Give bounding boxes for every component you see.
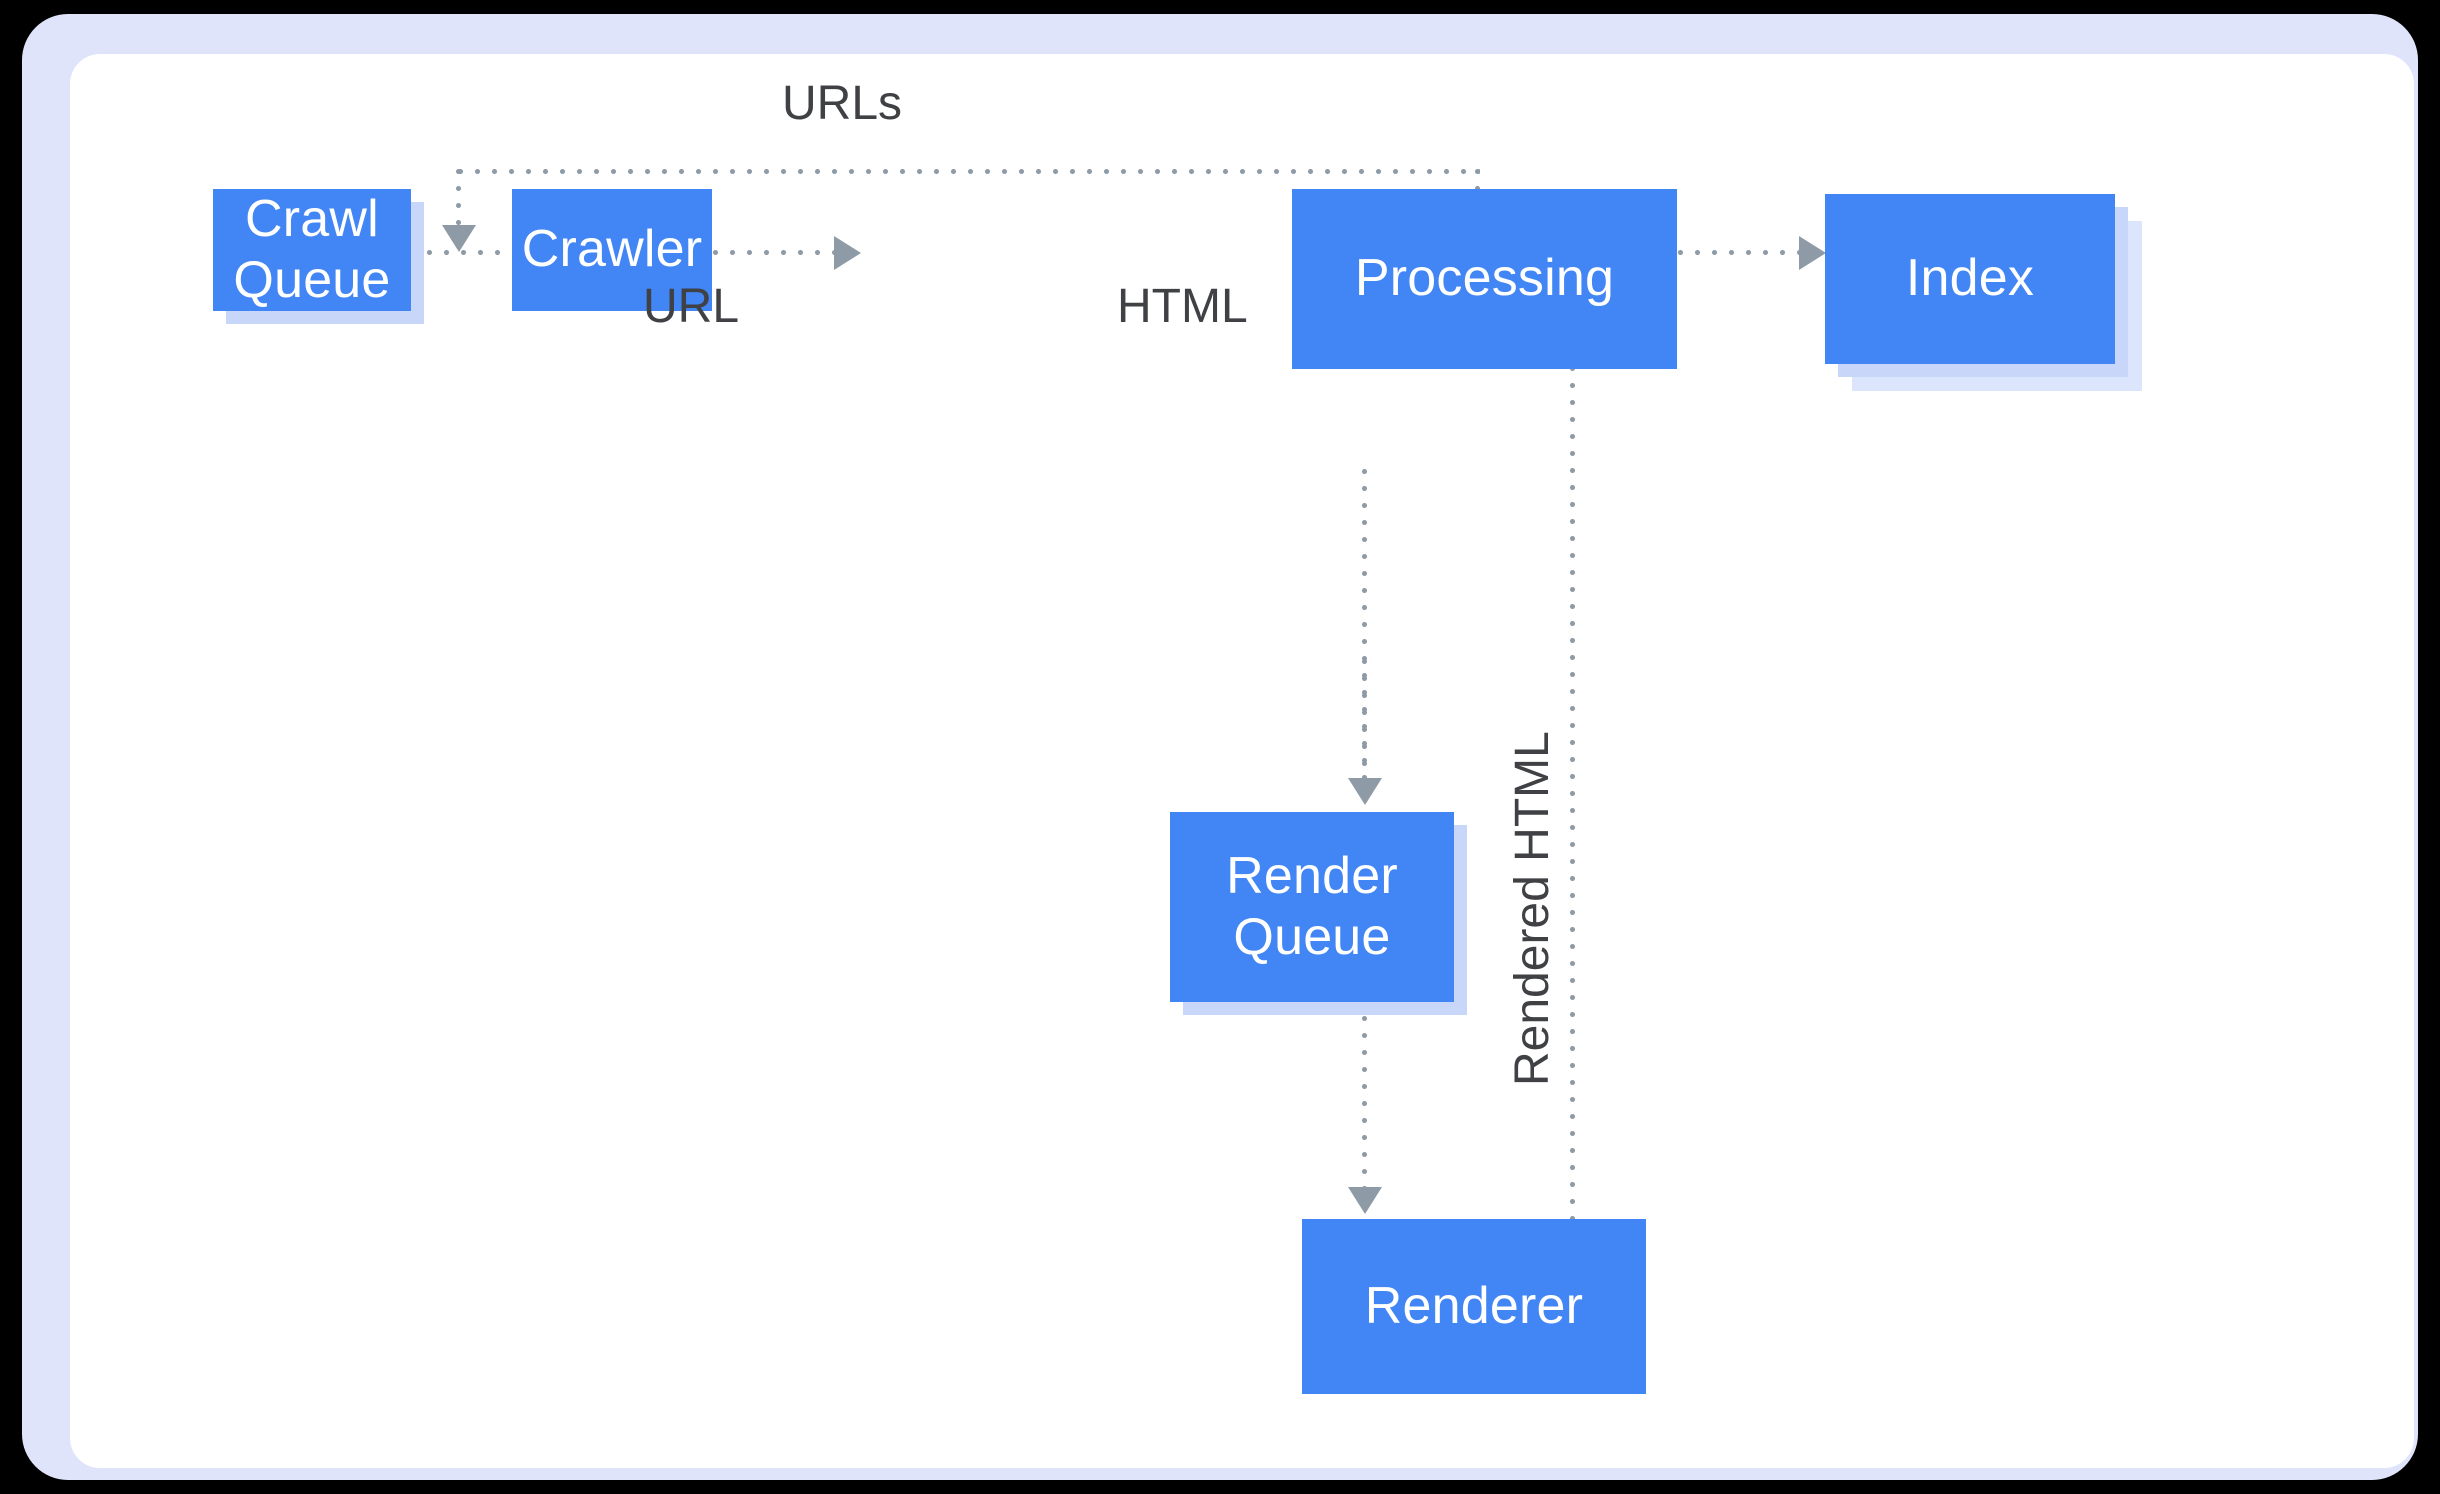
edge-html-line (713, 250, 839, 255)
node-surface (1170, 812, 1454, 1002)
diagram-canvas: URLs URL HTML Rendered HTML Crawl Queue … (70, 54, 2414, 1468)
node-surface (213, 189, 411, 311)
edge-label-rendered-html: Rendered HTML (1506, 731, 1559, 1086)
edge-label-url: URL (643, 280, 740, 333)
node-surface (512, 189, 712, 311)
edge-html-arrowhead (834, 236, 861, 270)
node-label-render-queue: Render Queue (1226, 846, 1398, 966)
node-crawler[interactable]: Crawler (512, 189, 712, 311)
node-label-crawler: Crawler (521, 220, 703, 279)
edge-urls-segment-across (458, 169, 1480, 174)
edge-render-queue-line (1362, 469, 1367, 781)
node-surface (1825, 194, 2115, 364)
node-surface (1302, 1219, 1646, 1394)
edge-index-line (1678, 250, 1804, 255)
edge-index-arrowhead (1799, 236, 1826, 270)
edge-rendered-html-line (1570, 349, 1575, 1229)
edge-label-html: HTML (1117, 280, 1248, 333)
node-render-queue[interactable]: Render Queue (1170, 812, 1467, 1015)
diagram-frame-inner-border: URLs URL HTML Rendered HTML Crawl Queue … (22, 14, 2418, 1480)
node-index[interactable]: Index (1825, 194, 2142, 391)
edge-urls-arrowhead (442, 225, 476, 252)
edge-urls-segment-down (456, 169, 461, 231)
edge-renderer-arrowhead (1348, 1187, 1382, 1214)
node-label-processing: Processing (1354, 249, 1615, 308)
node-surface (1292, 189, 1677, 369)
node-processing[interactable]: Processing (1292, 189, 1677, 369)
node-crawl-queue[interactable]: Crawl Queue (213, 189, 424, 324)
node-label-index: Index (1905, 249, 2035, 308)
edge-url-line (410, 250, 536, 255)
edge-render-queue-arrowhead (1348, 778, 1382, 805)
node-renderer[interactable]: Renderer (1302, 1219, 1646, 1394)
node-label-crawl-queue: Crawl Queue (233, 189, 391, 309)
edge-label-urls: URLs (782, 77, 903, 130)
node-label-renderer: Renderer (1364, 1276, 1584, 1335)
